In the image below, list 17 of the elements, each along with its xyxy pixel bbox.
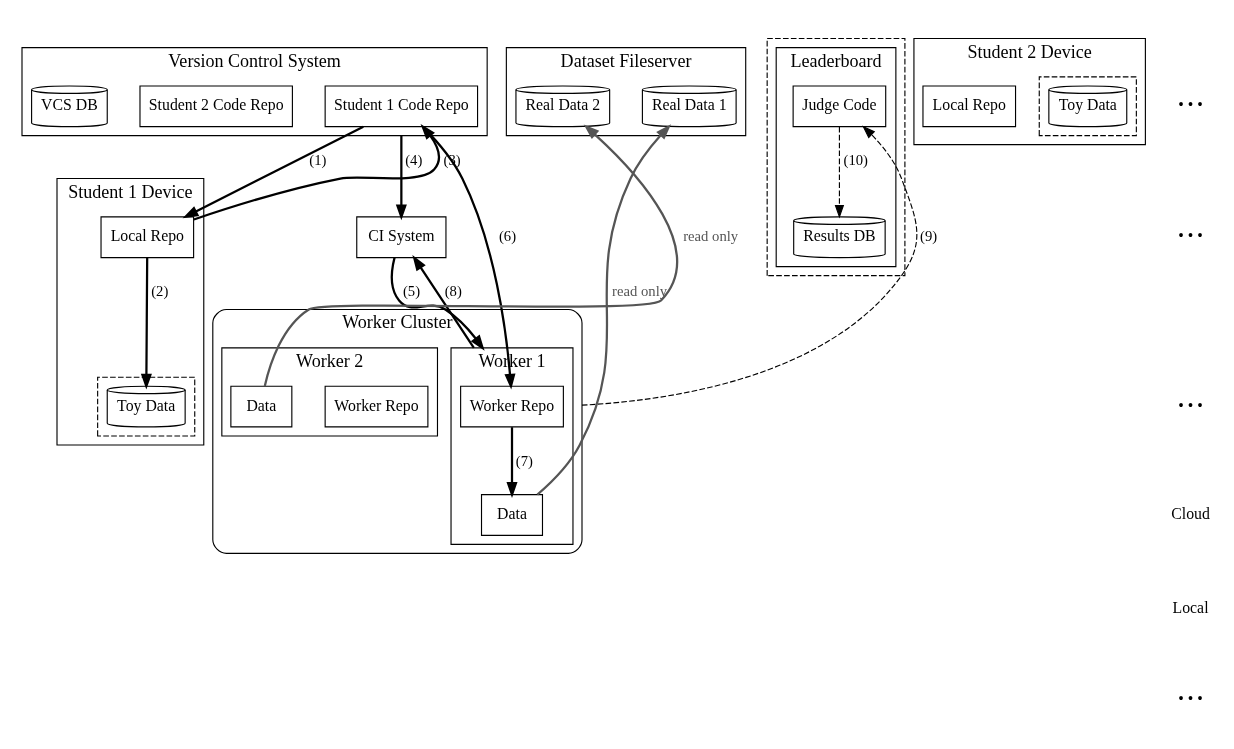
label: • • • [1178, 396, 1203, 414]
edge-label: (6) [498, 227, 517, 244]
edge-label: read only [683, 227, 739, 244]
edge-label: (10) [843, 151, 868, 168]
edge-label: read only [612, 282, 668, 299]
label: Local [1172, 598, 1209, 616]
edge-label: (4) [405, 151, 423, 168]
label: • • • [1178, 226, 1203, 244]
edge-label: (7) [515, 452, 533, 469]
edge-label: (1) [309, 151, 327, 168]
edge-label: (9) [920, 227, 938, 244]
edge-label: (5) [402, 282, 421, 299]
edge-label: (8) [444, 282, 462, 299]
label: • • • [1178, 689, 1203, 707]
label: Cloud [1171, 504, 1210, 522]
label: • • • [1178, 95, 1203, 113]
edge-label: (2) [151, 282, 169, 299]
